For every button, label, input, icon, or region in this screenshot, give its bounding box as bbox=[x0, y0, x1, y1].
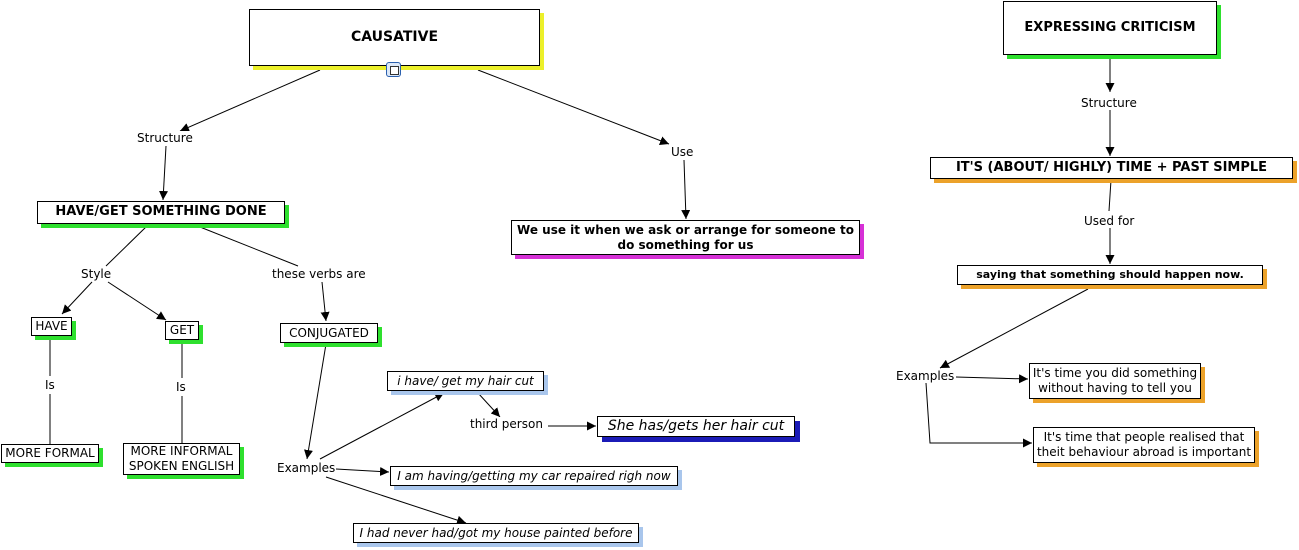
edge-structure-haveget bbox=[159, 145, 168, 201]
get-node[interactable]: GET bbox=[165, 321, 199, 340]
use-label: Use bbox=[671, 145, 694, 159]
edge-verbs-conjugated bbox=[320, 281, 330, 322]
is-label-have: Is bbox=[45, 378, 55, 392]
edge-saying-examples bbox=[939, 288, 1089, 369]
conjugated-node[interactable]: CONJUGATED bbox=[280, 323, 378, 343]
saying-something-should-happen[interactable]: saying that something should happen now. bbox=[957, 265, 1263, 285]
edge-haveget-style bbox=[105, 224, 149, 267]
causative-structure-label: Structure bbox=[137, 131, 193, 145]
is-label-get: Is bbox=[176, 380, 186, 394]
example-people-realised-line1: It's time that people realised that bbox=[1043, 430, 1245, 444]
edge-examples-havecut bbox=[319, 392, 445, 460]
edge-itstime-usedfor bbox=[1108, 179, 1112, 212]
use-text-line2: do something for us bbox=[617, 237, 754, 252]
edge-causative-structure bbox=[179, 69, 321, 132]
edge-use-text bbox=[681, 159, 691, 220]
edge-examples-ex2 bbox=[925, 382, 1032, 448]
example-she-has-hair-cut[interactable]: She has/gets her hair cut bbox=[597, 416, 795, 437]
expressing-criticism-title[interactable]: EXPRESSING CRITICISM bbox=[1003, 1, 1217, 55]
causative-examples-label: Examples bbox=[277, 461, 336, 475]
criticism-examples-label: Examples bbox=[896, 369, 955, 383]
more-informal-line2: SPOKEN ENGLISH bbox=[128, 459, 235, 473]
edge-examples-house bbox=[325, 476, 467, 525]
edge-havecut-third bbox=[477, 392, 501, 418]
example-car-repaired[interactable]: I am having/getting my car repaired righ… bbox=[390, 466, 678, 486]
example-time-you-did[interactable]: It's time you did something without havi… bbox=[1029, 363, 1201, 399]
edge-examples-ex1 bbox=[955, 374, 1029, 384]
edge-style-have bbox=[61, 281, 93, 315]
example-have-get-hair-cut[interactable]: i have/ get my hair cut bbox=[387, 371, 544, 391]
edge-style-get bbox=[107, 281, 167, 321]
example-people-realised[interactable]: It's time that people realised that thei… bbox=[1033, 427, 1255, 463]
criticism-structure-label: Structure bbox=[1081, 96, 1137, 110]
used-for-label: Used for bbox=[1084, 214, 1135, 228]
use-text-node[interactable]: We use it when we ask or arrange for som… bbox=[511, 220, 860, 255]
more-formal-node[interactable]: MORE FORMAL bbox=[1, 444, 99, 463]
causative-title[interactable]: CAUSATIVE bbox=[249, 9, 540, 66]
more-informal-line1: MORE INFORMAL bbox=[130, 444, 233, 458]
use-text-line1: We use it when we ask or arrange for som… bbox=[517, 222, 854, 237]
example-time-you-did-line2: without having to tell you bbox=[1038, 381, 1192, 395]
third-person-label: third person bbox=[470, 417, 543, 431]
example-house-painted[interactable]: I had never had/got my house painted bef… bbox=[353, 523, 639, 543]
document-icon[interactable] bbox=[386, 62, 401, 77]
its-time-past-simple[interactable]: IT'S (ABOUT/ HIGHLY) TIME + PAST SIMPLE bbox=[930, 157, 1293, 179]
style-label: Style bbox=[81, 267, 112, 281]
edge-causative-use bbox=[477, 69, 670, 145]
have-get-something-done[interactable]: HAVE/GET SOMETHING DONE bbox=[37, 201, 285, 224]
edge-conjugated-examples bbox=[304, 343, 327, 460]
example-people-realised-line2: theit behaviour abroad is important bbox=[1036, 445, 1252, 459]
example-time-you-did-line1: It's time you did something bbox=[1032, 366, 1198, 380]
edge-examples-car bbox=[335, 466, 390, 476]
have-node[interactable]: HAVE bbox=[31, 317, 72, 336]
edge-haveget-verbs bbox=[194, 224, 299, 267]
these-verbs-are-label: these verbs are bbox=[272, 267, 366, 281]
more-informal-node[interactable]: MORE INFORMAL SPOKEN ENGLISH bbox=[123, 443, 240, 475]
